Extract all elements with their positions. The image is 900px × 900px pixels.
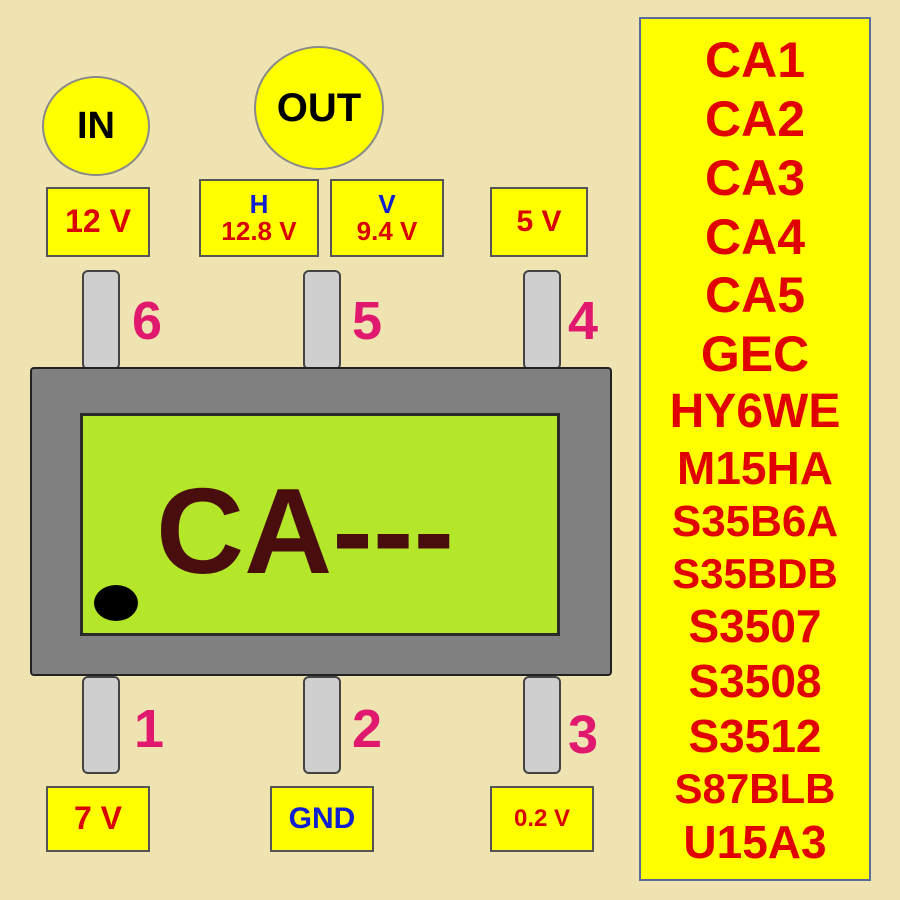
pin5-v-value: 9.4 V [356,216,418,246]
code-item: S35B6A [671,496,839,546]
input-label-circle: IN [42,76,150,176]
code-item: S3508 [688,655,822,708]
pin5-h-voltage-box: H 12.8 V [199,179,319,257]
code-item: M15HA [677,441,833,494]
pin1-indicator-dot [94,585,138,621]
pin-3-lead [523,676,561,774]
pin-3-number: 3 [568,705,599,765]
pin-2-number: 2 [352,699,383,759]
pin1-voltage-box: 7 V [46,786,150,852]
code-item: S3512 [688,710,822,763]
pin-4-lead [523,270,561,370]
pin5-h-label: H [249,188,269,219]
pin-4-number: 4 [568,291,599,351]
code-item: S3507 [688,600,822,653]
pin6-voltage-box: 12 V [46,187,150,257]
code-item: CA4 [704,208,806,265]
pin-6-lead [82,270,120,370]
pin5-h-value: 12.8 V [221,216,297,246]
pin-5-number: 5 [352,291,383,351]
pin2-voltage: GND [288,802,356,836]
chip-face [80,413,560,636]
code-item: CA2 [704,90,806,147]
pin5-v-voltage-box: V 9.4 V [330,179,444,257]
code-item: CA5 [704,267,806,324]
pin1-voltage: 7 V [73,800,123,837]
pin4-voltage: 5 V [516,205,562,239]
code-item: GEC [700,326,810,383]
output-label: OUT [276,85,362,130]
pin-5-lead [303,270,341,370]
pin5-v-label: V [378,188,396,219]
pin2-voltage-box: GND [270,786,374,852]
pin3-voltage-box: 0.2 V [490,786,594,852]
pin3-voltage: 0.2 V [513,805,571,833]
marking-code-list: CA1 CA2 CA3 CA4 CA5 GEC HY6WE M15HA S35B… [639,17,871,881]
code-item: CA1 [704,32,806,88]
code-item: U15A3 [683,815,827,868]
pin4-voltage-box: 5 V [490,187,588,257]
pin-2-lead [303,676,341,774]
code-item: CA3 [704,149,806,206]
code-item: S87BLB [674,764,836,812]
pin6-voltage: 12 V [65,203,131,240]
output-label-circle: OUT [254,46,384,170]
code-item: S35BDB [672,549,838,597]
pin-6-number: 6 [132,291,163,351]
pin-1-lead [82,676,120,774]
code-item: HY6WE [669,385,841,439]
pin-1-number: 1 [134,699,165,759]
chip-marking: CA--- [156,463,455,599]
input-label: IN [77,104,115,147]
